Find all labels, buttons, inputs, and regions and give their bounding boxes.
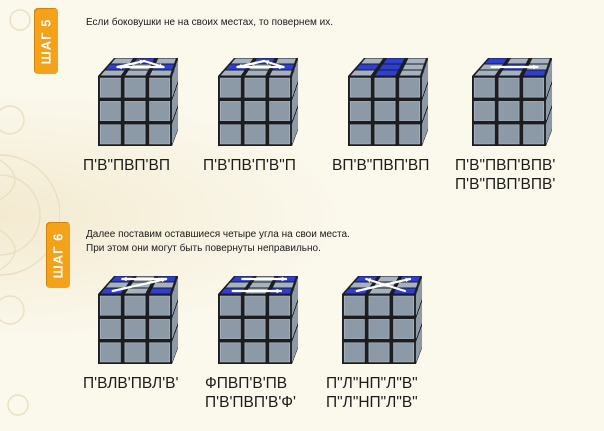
cube-step6-1 [98,276,179,364]
step-5-description: Если боковушки не на своих местах, то по… [86,17,334,28]
cube-step5-2 [218,58,299,146]
formula-step6-3: П"Л"НП"Л"В" П"Л"НП"Л"В" [326,374,418,412]
step-6-description: Далее поставим оставшиеся четыре угла на… [86,228,350,256]
formula-step5-3: ВП'В"ПВП'ВП [332,156,429,175]
formula-line: П'В"ПВП'ВПВ' [455,176,556,193]
cube-step5-3 [348,58,429,146]
formula-line: ВП'В"ПВП'ВП [332,157,430,174]
cube-step5-4 [472,58,553,146]
cube-step6-3 [342,276,423,364]
formula-line: П"Л"НП"Л"В" [326,394,418,411]
step-6-badge: ШАГ 6 [46,222,70,288]
formula-step5-2: П'В'ПВ'П'В"П [203,156,296,175]
step-6-badge-label: ШАГ 6 [50,232,66,278]
formula-step5-4: П'В"ПВП'ВПВ' П'В"ПВП'ВПВ' [455,156,555,194]
decorative-swirl-pattern [0,9,60,416]
formula-line: П'ВЛВ'ПВЛ'В' [83,375,179,392]
formula-step6-1: П'ВЛВ'ПВЛ'В' [83,374,178,393]
formula-line: ФПВП'В'ПВ [205,375,288,392]
formula-line: П"Л"НП"Л"В" [326,375,418,392]
step-6-description-line1: Далее поставим оставшиеся четыре угла на… [86,229,350,240]
formula-step5-1: П'В"ПВП'ВП [83,156,170,175]
formula-line: П'В'ПВ'П'В"П [203,157,296,174]
cube-step5-1 [98,58,179,146]
step-6-description-line2: При этом они могут быть повернуты неправ… [86,243,321,254]
step-5-badge: ШАГ 5 [34,8,58,74]
step-5-badge-label: ШАГ 5 [38,18,54,64]
formula-line: П'В'ПВП'В'Ф' [205,394,297,411]
cube-step6-2 [218,276,299,364]
formula-line: П'В"ПВП'ВПВ' [455,157,556,174]
formula-step6-2: ФПВП'В'ПВ П'В'ПВП'В'Ф' [205,374,296,412]
formula-line: П'В"ПВП'ВП [83,157,170,174]
